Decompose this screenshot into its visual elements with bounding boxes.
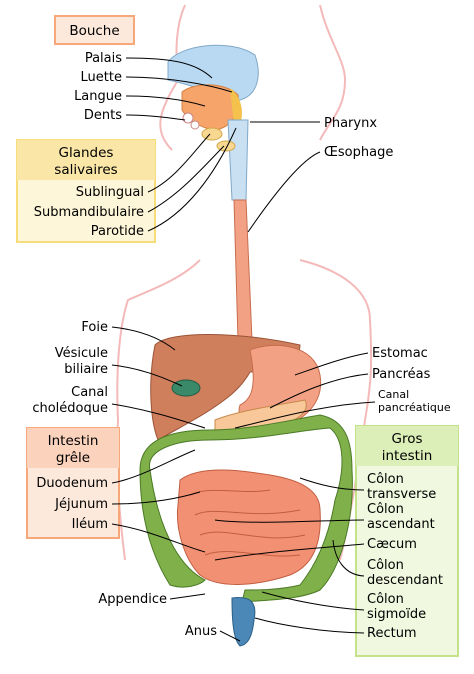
label-colon-transverse-2: transverse [367, 487, 436, 502]
group-title-intestin-1: Intestin [48, 433, 99, 449]
label-canal-pancreatique-1: Canal [378, 388, 409, 401]
head-structures [167, 44, 259, 201]
group-title-gros-2: intestin [382, 448, 433, 464]
rectum [231, 597, 256, 647]
label-luette: Luette [81, 70, 122, 85]
esophagus [233, 199, 253, 341]
label-canal-pancreatique-2: pancréatique [378, 401, 451, 414]
label-anus: Anus [185, 624, 217, 639]
label-vesicule-1: Vésicule [55, 346, 108, 361]
label-estomac: Estomac [372, 346, 428, 361]
label-dents: Dents [84, 108, 122, 123]
label-submandibulaire: Submandibulaire [34, 205, 144, 220]
label-colon-descendant-2: descendant [367, 573, 443, 588]
leader-lines [111, 57, 376, 642]
label-foie: Foie [81, 320, 108, 335]
label-appendice: Appendice [98, 592, 167, 607]
label-colon-sigmoide-2: sigmoïde [367, 607, 426, 622]
box-glandes-salivaires: Glandes salivaires [16, 139, 156, 243]
label-sublingual: Sublingual [76, 185, 144, 200]
box-intestin-grele: Intestin grêle [26, 427, 120, 539]
label-rectum: Rectum [367, 626, 417, 641]
gallbladder [171, 379, 201, 397]
label-canal-choledoque-2: cholédoque [32, 401, 108, 416]
label-parotide: Parotide [91, 224, 144, 239]
label-duodenum: Duodenum [36, 476, 108, 491]
label-caecum: Cæcum [367, 537, 417, 552]
group-title-bouche: Bouche [69, 23, 119, 39]
small-intestine [176, 469, 321, 585]
label-langue: Langue [74, 89, 122, 104]
group-title-intestin-2: grêle [56, 450, 90, 466]
label-colon-ascendant-2: ascendant [367, 517, 435, 532]
label-ileum: Iléum [72, 517, 108, 532]
label-jejunum: Jéjunum [54, 497, 108, 512]
label-canal-choledoque-1: Canal [71, 385, 108, 400]
label-vesicule-2: biliaire [64, 362, 108, 377]
label-pharynx: Pharynx [324, 116, 377, 131]
label-colon-ascendant-1: Côlon [367, 502, 404, 517]
label-colon-sigmoide-1: Côlon [367, 592, 404, 607]
box-gros-intestin: Gros intestin [355, 425, 459, 657]
group-title-glandes-2: salivaires [54, 162, 117, 178]
group-title-gros-1: Gros [391, 431, 422, 447]
label-colon-transverse-1: Côlon [367, 472, 404, 487]
label-palais: Palais [85, 51, 122, 66]
large-intestine [139, 414, 353, 603]
group-title-glandes-1: Glandes [59, 145, 114, 161]
box-bouche: Bouche [54, 15, 135, 45]
label-pancreas: Pancréas [372, 367, 431, 382]
label-colon-descendant-1: Côlon [367, 558, 404, 573]
label-oesophage: Œsophage [324, 145, 393, 160]
